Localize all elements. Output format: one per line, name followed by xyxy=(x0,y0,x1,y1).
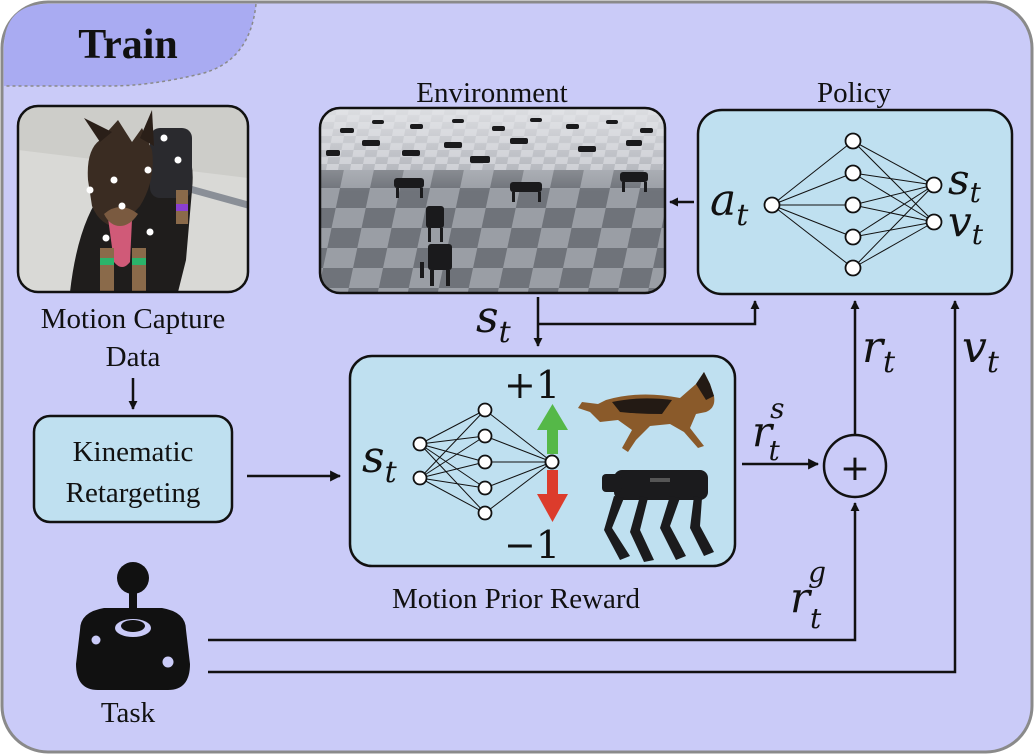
arrow-state-to-policy xyxy=(538,300,760,326)
kinematic-retargeting-box xyxy=(32,414,234,524)
sum-node xyxy=(822,433,888,499)
policy-action-symbol: at xyxy=(710,175,749,233)
quadruped-robot-icon xyxy=(602,470,714,562)
mocap-label-line2: Data xyxy=(106,341,161,373)
task-label: Task xyxy=(101,697,156,729)
reward-symbol: rt xyxy=(862,322,896,380)
policy-value-symbol: vt xyxy=(948,197,984,251)
minus-one-label: −1 xyxy=(504,523,560,567)
arrow-task-to-sum xyxy=(208,502,860,642)
env-state-symbol: st xyxy=(476,292,512,350)
joystick-icon xyxy=(76,562,190,690)
plus-one-label: +1 xyxy=(504,363,560,407)
dog-running-icon xyxy=(578,372,715,452)
environment-sim-icon xyxy=(318,106,667,295)
page-title: Train xyxy=(78,22,178,68)
up-arrow-icon xyxy=(537,404,568,454)
policy-network-icon xyxy=(763,132,943,277)
mocap-photo-icon xyxy=(16,104,250,294)
kinematic-label-line2: Retargeting xyxy=(66,477,201,509)
motion-prior-label: Motion Prior Reward xyxy=(392,583,641,615)
kinematic-label-line1: Kinematic xyxy=(73,436,194,468)
task-value-symbol: vt xyxy=(962,322,1000,380)
sum-symbol: + xyxy=(840,448,870,489)
arrow-task-to-policy xyxy=(208,300,960,674)
policy-label: Policy xyxy=(817,77,892,109)
policy-state-symbol: st xyxy=(948,155,982,209)
title-tab xyxy=(4,4,256,86)
mocap-label-line1: Motion Capture xyxy=(41,303,225,335)
environment-label: Environment xyxy=(416,77,567,109)
prior-state-symbol: st xyxy=(362,432,398,490)
down-arrow-icon xyxy=(537,470,568,522)
